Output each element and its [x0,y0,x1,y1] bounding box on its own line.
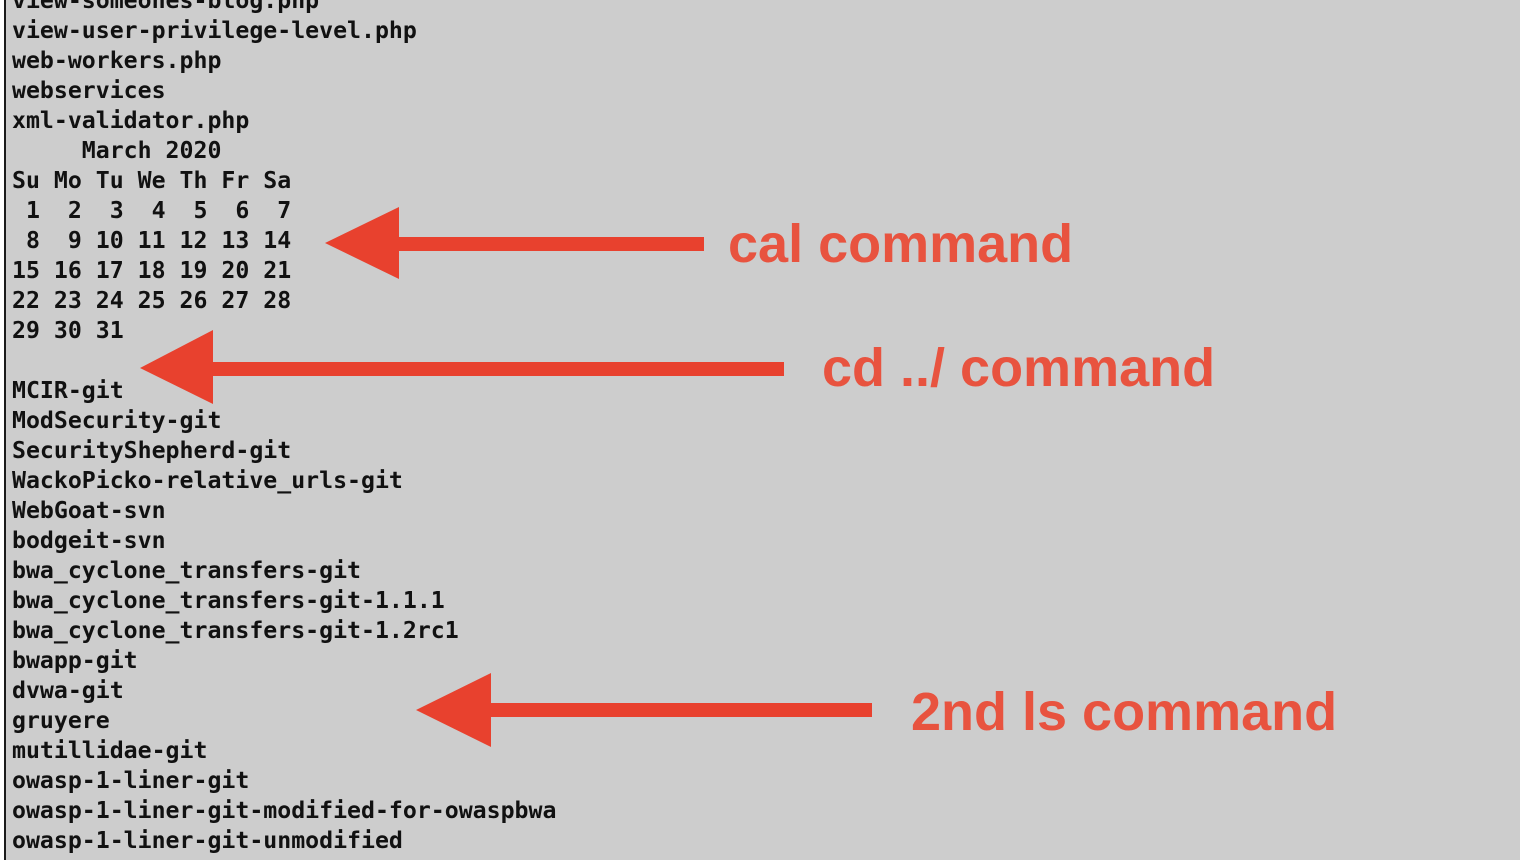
terminal-line: SecurityShepherd-git [12,437,292,464]
terminal-line: view-someones-blog.php [12,0,320,14]
terminal-output: view-someones-blog.php view-user-privileg… [12,0,556,856]
terminal-line: March 2020 [12,137,222,164]
terminal-line: gruyere [12,707,110,734]
terminal-line: 22 23 24 25 26 27 28 [12,287,292,314]
terminal-line: owasp-1-liner-git-modified-for-owaspbwa [12,797,557,824]
terminal-line: webservices [12,77,166,104]
terminal-line: dvwa-git [12,677,124,704]
terminal-line: 15 16 17 18 19 20 21 [12,257,292,284]
terminal-line: WackoPicko-relative_urls-git [12,467,403,494]
terminal-line: 29 30 31 [12,317,124,344]
terminal-line: owasp-1-liner-git [12,767,250,794]
terminal-line: mutillidae-git [12,737,208,764]
terminal-line: bwa_cyclone_transfers-git-1.1.1 [12,587,445,614]
cal-command-label: cal command [728,214,1074,274]
terminal-line: view-user-privilege-level.php [12,17,417,44]
terminal-line: owasp-1-liner-git-unmodified [12,827,403,854]
terminal-line: 8 9 10 11 12 13 14 [12,227,292,254]
terminal-line: 1 2 3 4 5 6 7 [12,197,292,224]
terminal-line [12,346,556,376]
terminal-line: xml-validator.php [12,107,250,134]
terminal-line: bwa_cyclone_transfers-git-1.2rc1 [12,617,459,644]
ls-command-label: 2nd ls command [911,682,1338,742]
terminal-line: ModSecurity-git [12,407,222,434]
terminal-line: MCIR-git [12,377,124,404]
terminal-line: bwapp-git [12,647,138,674]
terminal-line: Su Mo Tu We Th Fr Sa [12,167,292,194]
terminal-line: WebGoat-svn [12,497,166,524]
terminal-line: web-workers.php [12,47,222,74]
terminal-line: bwa_cyclone_transfers-git [12,557,362,584]
cd-command-label: cd ../ command [822,338,1216,398]
terminal-line: bodgeit-svn [12,527,166,554]
